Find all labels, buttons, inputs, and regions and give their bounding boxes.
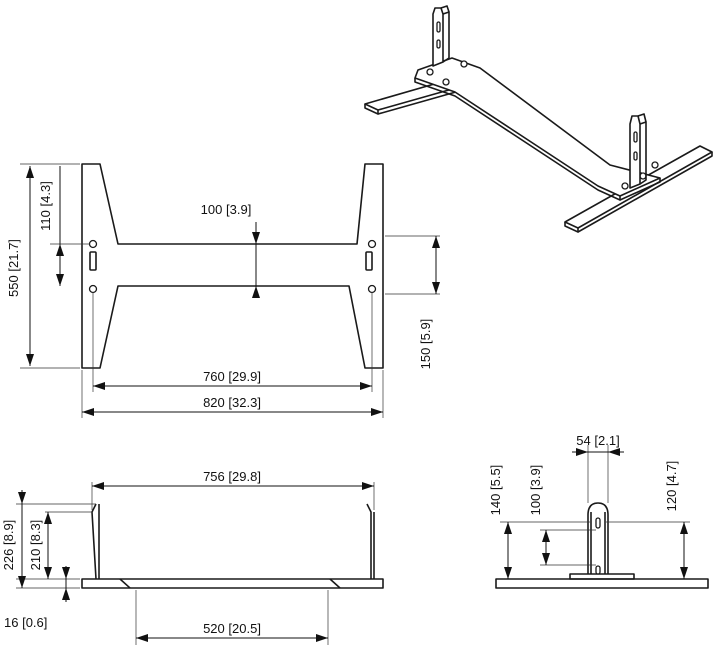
dim-54-label: 54 [2.1]	[576, 433, 619, 448]
dim-16-label: 16 [0.6]	[4, 615, 47, 630]
isometric-view	[364, 5, 713, 233]
dim-756-label: 756 [29.8]	[203, 469, 261, 484]
dim-120-label: 120 [4.7]	[664, 461, 679, 512]
svg-text:140 [5.5]: 140 [5.5]	[488, 465, 503, 516]
svg-text:100 [3.9]: 100 [3.9]	[528, 465, 543, 516]
dim-520-label: 520 [20.5]	[203, 621, 261, 636]
end-view: 54 [2.1] 140 [5.5] 100 [3.9] 120 [4.7]	[488, 433, 709, 589]
svg-text:550 [21.7]: 550 [21.7]	[6, 239, 21, 297]
svg-text:110 [4.3]: 110 [4.3]	[38, 181, 53, 231]
dim-100-label: 100 [3.9]	[201, 202, 252, 217]
dim-100-end-label: 100 [3.9]	[528, 465, 543, 516]
svg-text:210 [8.3]: 210 [8.3]	[28, 520, 43, 571]
svg-text:226 [8.9]: 226 [8.9]	[1, 520, 16, 571]
dim-150-label: 150 [5.9]	[418, 319, 433, 370]
dim-760-label: 760 [29.9]	[203, 369, 261, 384]
svg-text:150 [5.9]: 150 [5.9]	[418, 319, 433, 370]
svg-text:120 [4.7]: 120 [4.7]	[664, 461, 679, 512]
dim-550-label: 550 [21.7]	[6, 239, 21, 297]
dim-226-label: 226 [8.9]	[1, 520, 16, 571]
dim-110-label: 110 [4.3]	[38, 181, 53, 231]
dim-140-label: 140 [5.5]	[488, 465, 503, 516]
dim-820-label: 820 [32.3]	[203, 395, 261, 410]
dim-210-label: 210 [8.3]	[28, 520, 43, 571]
front-view: 756 [29.8] 226 [8.9] 210 [8.3] 16 [0.6] …	[1, 469, 384, 645]
top-view: 550 [21.7] 110 [4.3] 100 [3.9] 150 [5.9]…	[6, 163, 440, 418]
